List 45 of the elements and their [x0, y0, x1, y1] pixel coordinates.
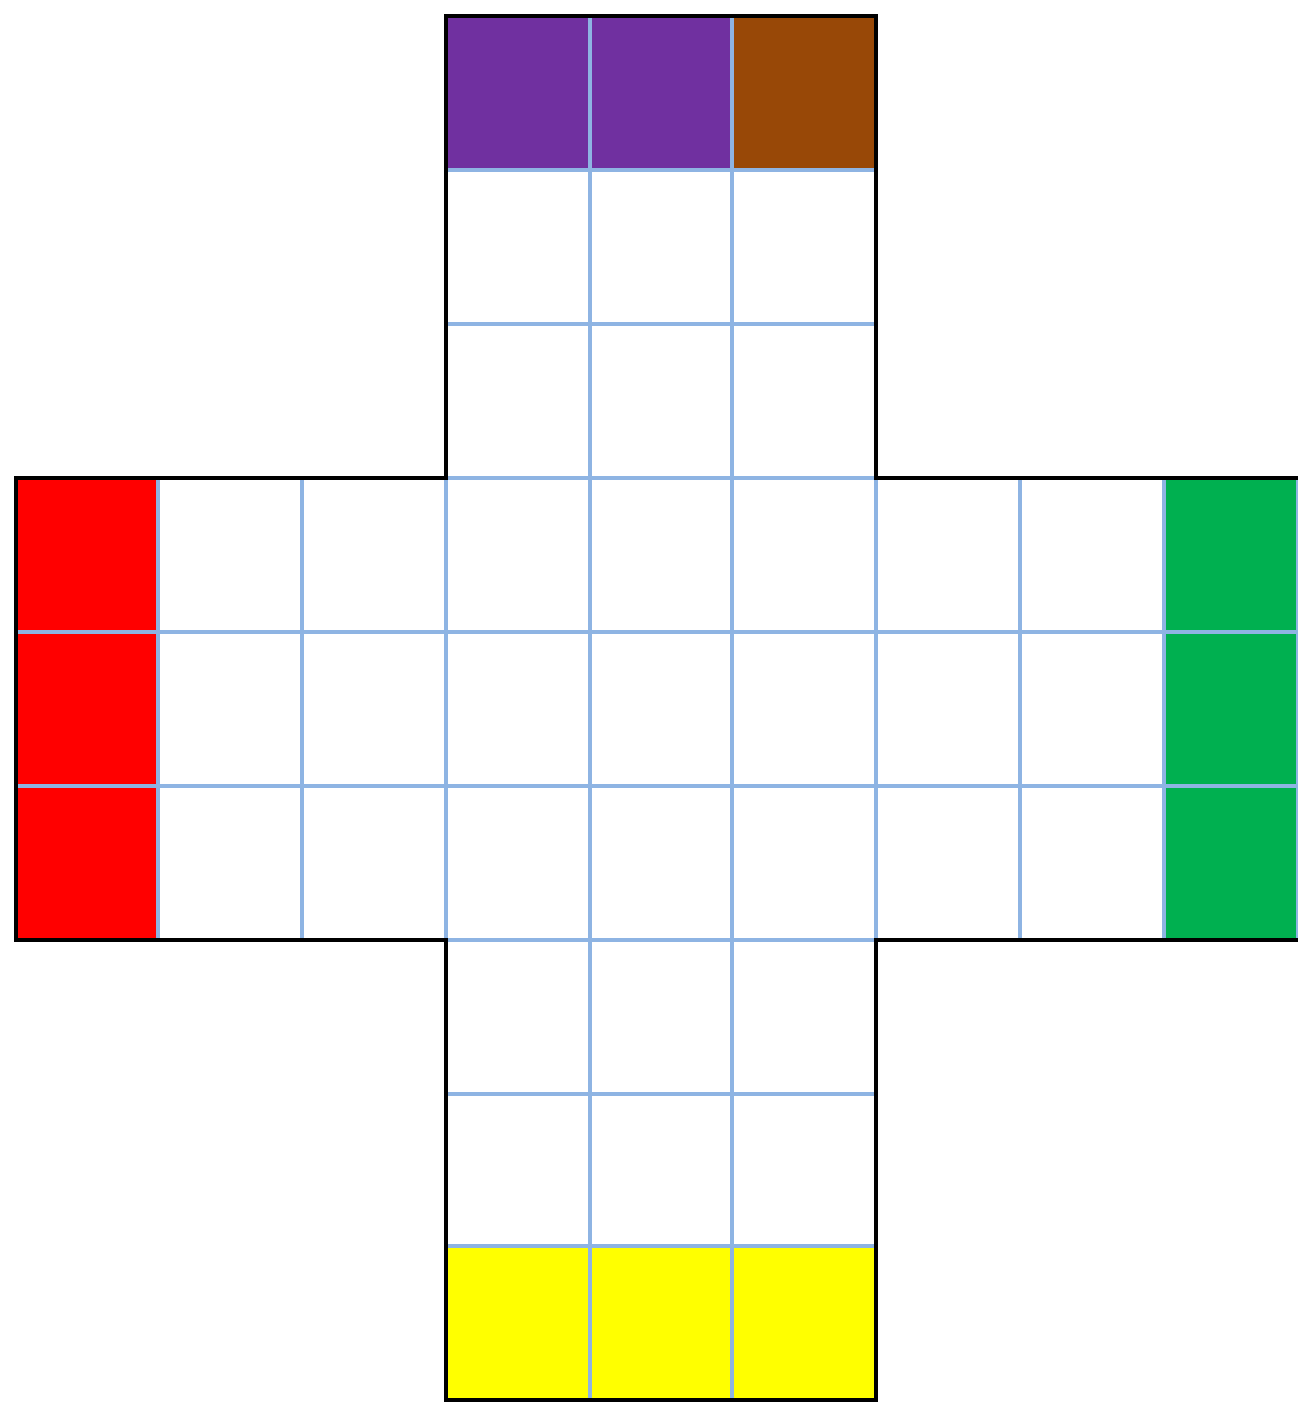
filled-cell [1164, 786, 1298, 940]
filled-cell [1164, 632, 1298, 786]
filled-cell [16, 478, 158, 632]
filled-cell [1164, 478, 1298, 632]
grid-cell [590, 324, 732, 478]
grid-cell [732, 324, 876, 478]
grid-cell [446, 940, 590, 1094]
grid-cell [158, 478, 302, 632]
grid-cell [302, 478, 446, 632]
grid-cell [732, 478, 876, 632]
filled-cell [16, 786, 158, 940]
grid-cell [446, 786, 590, 940]
grid-cell [302, 632, 446, 786]
grid-cell [732, 1094, 876, 1246]
filled-cell [446, 1246, 590, 1400]
grid-cell [590, 478, 732, 632]
filled-cell [732, 1246, 876, 1400]
grid-cell [732, 632, 876, 786]
grid-cell [1020, 786, 1164, 940]
filled-cell [732, 16, 876, 170]
grid-cell [158, 786, 302, 940]
grid-cell [876, 478, 1020, 632]
grid-cell [1020, 478, 1164, 632]
grid-cell [446, 632, 590, 786]
grid-cell [446, 478, 590, 632]
grid-cell [158, 632, 302, 786]
grid-cell [590, 1094, 732, 1246]
grid-cell [876, 632, 1020, 786]
grid-cell [446, 170, 590, 324]
grid-cell [590, 170, 732, 324]
grid-cell [446, 1094, 590, 1246]
grid-cell [590, 940, 732, 1094]
grid-cell [302, 786, 446, 940]
filled-cell [16, 632, 158, 786]
filled-cell [590, 16, 732, 170]
filled-cell [590, 1246, 732, 1400]
grid-cell [590, 632, 732, 786]
grid-cell [732, 786, 876, 940]
grid-cell [876, 786, 1020, 940]
grid-cell [446, 324, 590, 478]
grid-cell [732, 170, 876, 324]
grid-cell [732, 940, 876, 1094]
grid-cell [590, 786, 732, 940]
grid-cell [1020, 632, 1164, 786]
filled-cell [446, 16, 590, 170]
